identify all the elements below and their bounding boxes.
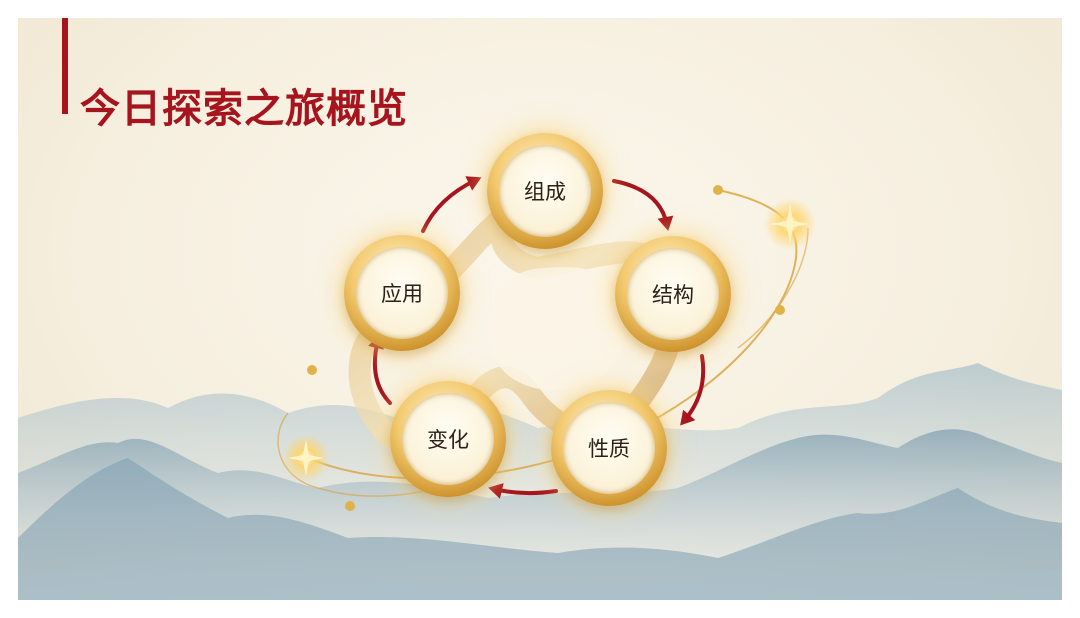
cycle-node-label: 组成 (524, 180, 566, 204)
cycle-node-face: 性质 (563, 402, 655, 494)
cycle-node-change: 变化 (390, 381, 506, 497)
page-title: 今日探索之旅概览 (80, 85, 408, 132)
cycle-node-property: 性质 (551, 390, 667, 506)
cycle-arrowhead-n2 (657, 215, 674, 231)
cycle-node-face: 结构 (627, 248, 719, 340)
slide: 今日探索之旅概览 组成 结构 性质 变化 应用 (18, 18, 1062, 600)
ribbon-center (488, 267, 628, 391)
cycle-arrowhead-n3 (680, 409, 696, 426)
cycle-node-label: 应用 (381, 282, 423, 306)
title-accent-bar (62, 18, 68, 114)
mountain-foot (18, 568, 1062, 600)
gold-bead (345, 501, 355, 511)
cycle-arrow-n1-n2 (612, 179, 669, 227)
cycle-arrowhead-n4 (488, 483, 504, 499)
background-art (18, 179, 1062, 600)
gold-bead (713, 185, 723, 195)
mountain-near (18, 458, 1062, 600)
cycle-arrow-n5-n1 (421, 178, 478, 233)
sparkle-star-rays (770, 204, 810, 244)
cycle-node-composition: 组成 (487, 133, 603, 249)
gold-bead (775, 305, 785, 315)
orbit-line-lower (277, 412, 439, 497)
cycle-node-face: 应用 (356, 247, 448, 339)
cycle-node-structure: 结构 (615, 236, 731, 352)
gold-bead (307, 365, 317, 375)
cycle-arrow-n2-n3 (682, 354, 706, 423)
cycle-node-face: 组成 (499, 145, 591, 237)
cycle-node-application: 应用 (344, 235, 460, 351)
cycle-node-label: 结构 (652, 283, 694, 307)
cycle-arrow-n3-n4 (492, 487, 558, 496)
cycle-node-face: 变化 (402, 393, 494, 485)
cycle-node-label: 变化 (427, 428, 469, 452)
sparkle-star-rays (288, 440, 324, 476)
cycle-node-label: 性质 (588, 437, 630, 461)
cycle-arrowhead-n1 (465, 176, 482, 191)
